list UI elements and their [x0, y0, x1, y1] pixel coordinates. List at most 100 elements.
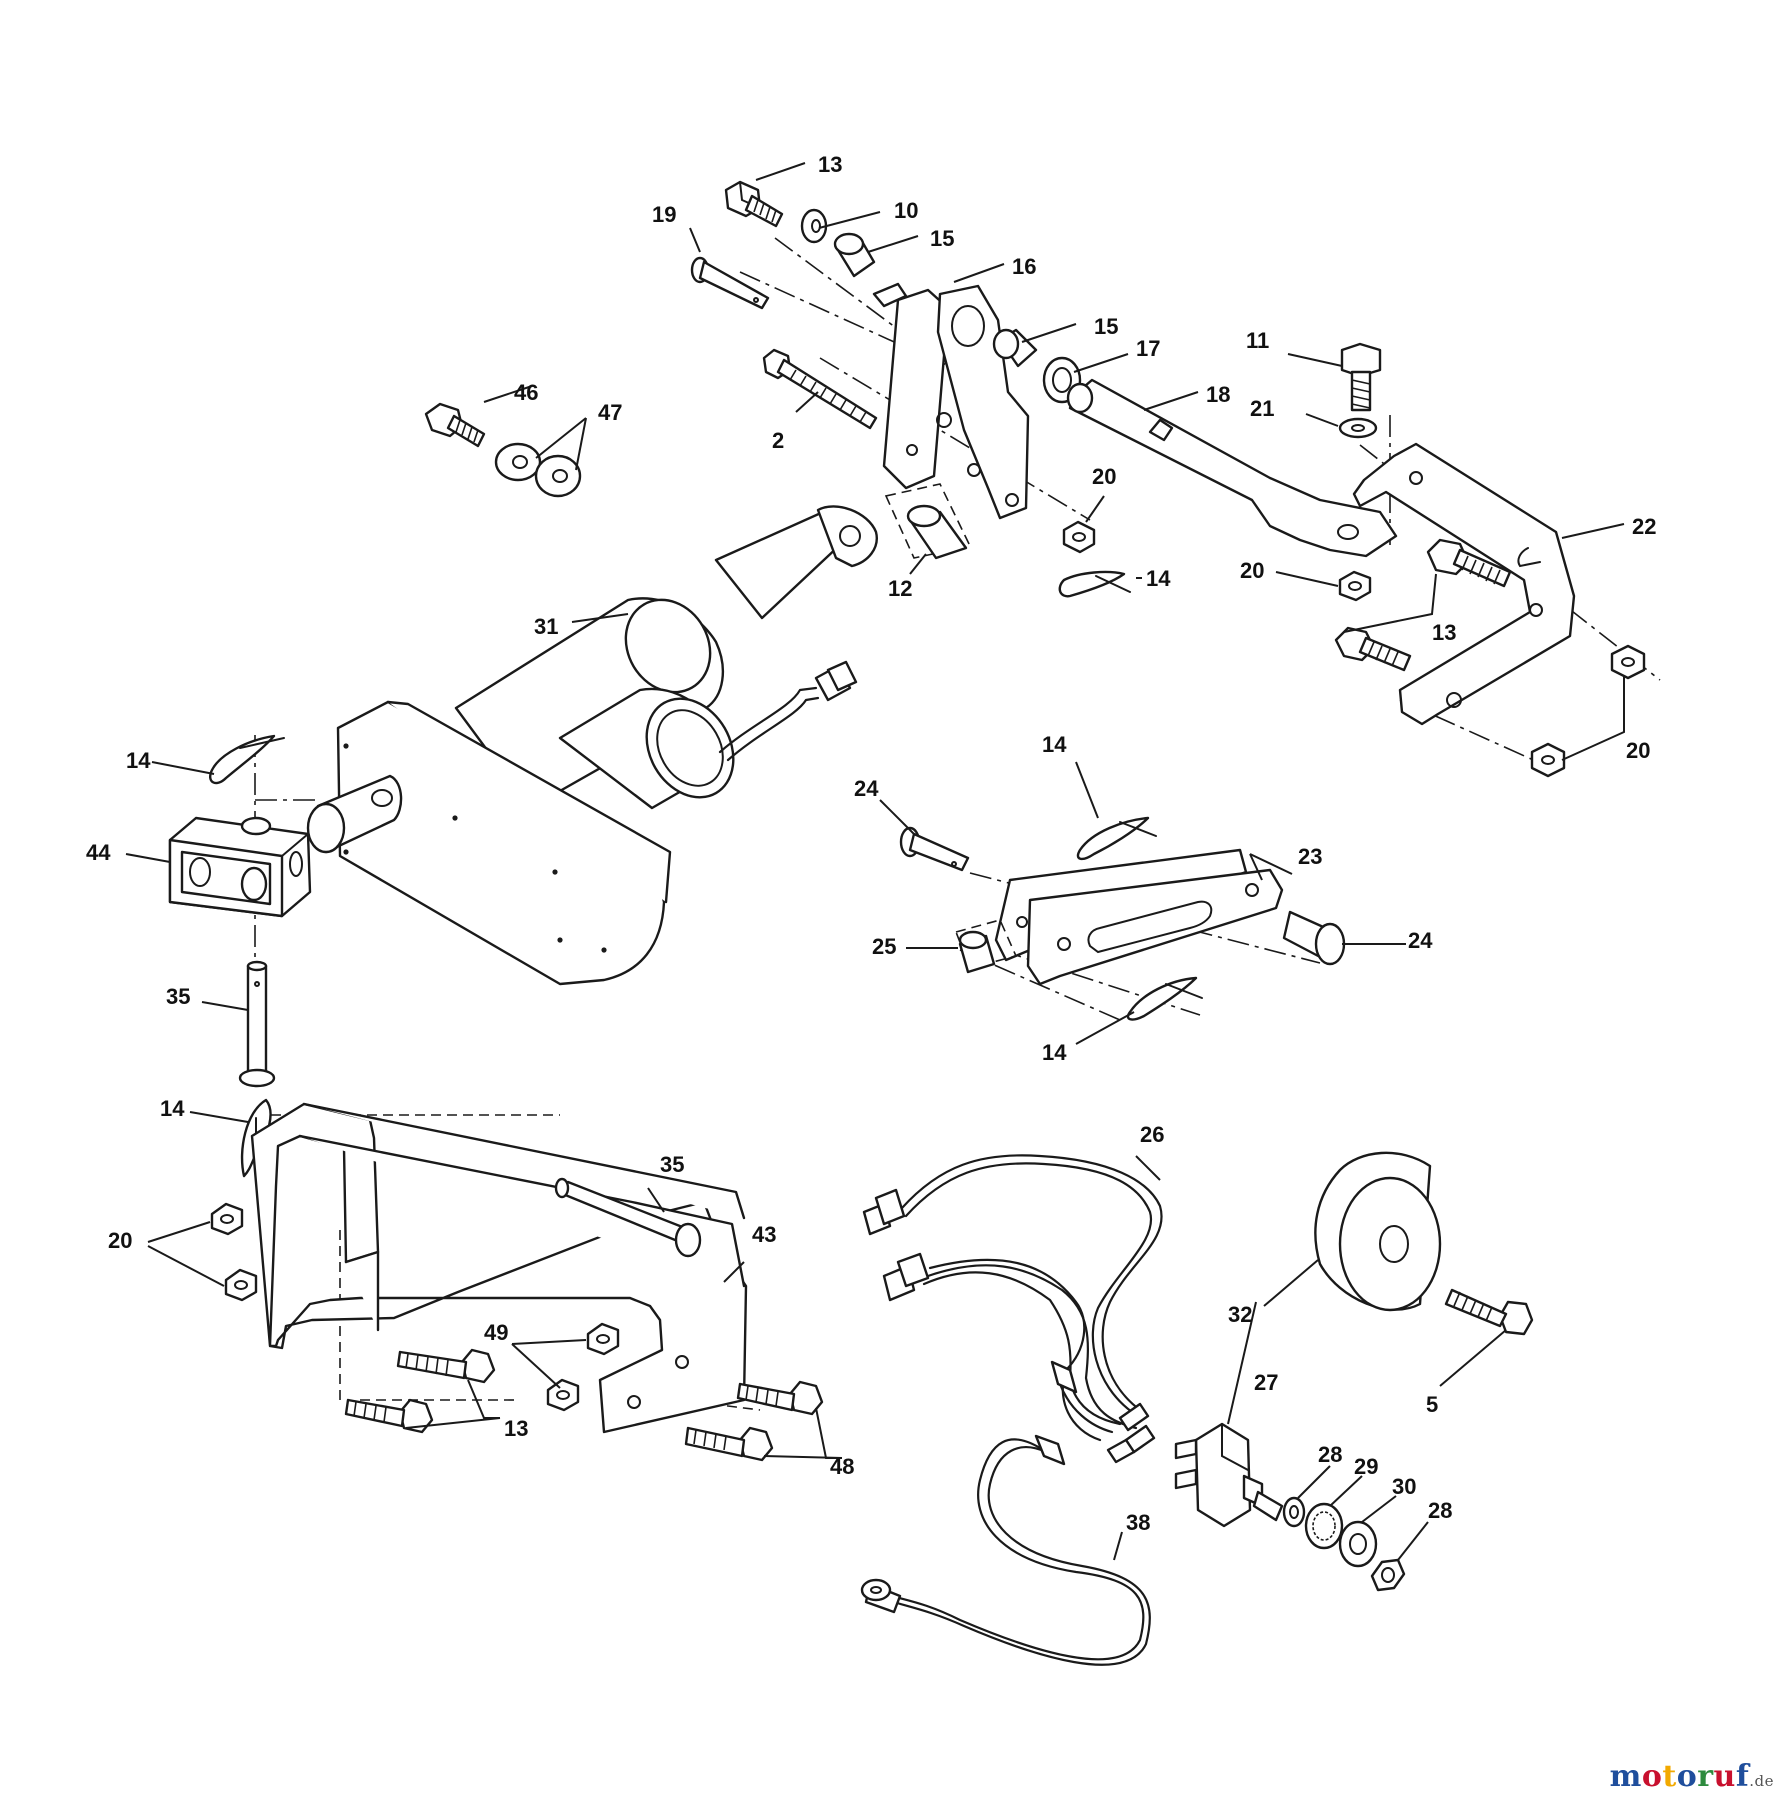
callout-10: 10 [894, 198, 918, 223]
hairpin-14-link-upper [1076, 816, 1157, 861]
bolt-5 [1444, 1288, 1534, 1336]
bolt-2 [762, 348, 878, 430]
logo-suffix: .de [1749, 1772, 1774, 1790]
nut-20-left-lower [224, 1268, 258, 1302]
logo-letter: m [1609, 1759, 1642, 1794]
callout-48: 48 [830, 1454, 854, 1479]
bolt-48-lower [684, 1426, 774, 1462]
spacer-12 [884, 483, 972, 560]
bolt-48-upper [736, 1380, 824, 1416]
callout-13-bracket: 13 [1432, 620, 1456, 645]
nut-20-right-lower [1530, 742, 1566, 778]
callout-22: 22 [1632, 514, 1656, 539]
callout-29: 29 [1354, 1454, 1378, 1479]
motoruf-watermark: motoruf.de [1610, 1759, 1774, 1794]
callout-26: 26 [1140, 1122, 1164, 1147]
lever-16 [872, 282, 1030, 520]
callout-18: 18 [1206, 382, 1230, 407]
callout-46: 46 [514, 380, 538, 405]
callout-47: 47 [598, 400, 622, 425]
logo-letter: u [1713, 1759, 1736, 1794]
rod-18 [1066, 378, 1398, 558]
callout-14-lever: 14 [1146, 566, 1171, 591]
callout-14-link-upper: 14 [1042, 732, 1067, 757]
callout-20-lever: 20 [1092, 464, 1116, 489]
link-plate-23 [994, 848, 1284, 986]
callout-14-actuator: 14 [126, 748, 151, 773]
callout-14-bottom: 14 [160, 1096, 185, 1121]
pin-35-horizontal [554, 1177, 702, 1258]
callout-2: 2 [772, 428, 784, 453]
callout-21: 21 [1250, 396, 1274, 421]
nut-20-rod [1338, 570, 1372, 602]
hairpin-14-lever [1058, 570, 1131, 598]
hairpin-14-actuator [209, 734, 285, 785]
pin-24-right [1282, 910, 1346, 966]
callout-17: 17 [1136, 336, 1160, 361]
callout-16: 16 [1012, 254, 1036, 279]
bolt-13-bottom-upper [396, 1348, 496, 1384]
callout-15-upper: 15 [930, 226, 954, 251]
actuator-31 [306, 505, 878, 986]
callout-27: 27 [1254, 1370, 1278, 1395]
bushing-15-lower [992, 328, 1038, 368]
callout-35-horizontal: 35 [660, 1152, 684, 1177]
callout-labels: 13 19 10 15 16 15 17 18 11 21 46 47 2 20… [86, 152, 1656, 1535]
lock-washer-29 [1304, 1502, 1344, 1550]
toggle-switch-27 [1174, 1422, 1284, 1528]
callout-20-right: 20 [1626, 738, 1650, 763]
bolt-46 [424, 402, 486, 448]
spacer-25 [954, 919, 1018, 974]
pin-35-vertical [238, 960, 276, 1088]
nut-49-upper [586, 1322, 620, 1356]
callout-24-left: 24 [854, 776, 879, 801]
nut-28-b [1370, 1558, 1406, 1592]
bolt-11 [1340, 342, 1382, 412]
bracket-43 [250, 1102, 748, 1434]
ground-wire-38 [860, 1434, 1151, 1666]
block-32 [1314, 1151, 1442, 1312]
nut-28-a [1282, 1496, 1306, 1528]
callout-24-right: 24 [1408, 928, 1433, 953]
callout-19: 19 [652, 202, 676, 227]
callout-13-bottom: 13 [504, 1416, 528, 1441]
bracket-22 [1352, 442, 1576, 726]
nut-49-lower [546, 1378, 580, 1412]
callout-31: 31 [534, 614, 558, 639]
callout-20-left: 20 [108, 1228, 132, 1253]
nut-20-right-upper [1610, 644, 1646, 680]
callout-20-rod: 20 [1240, 558, 1264, 583]
hairpin-14-link-lower [1126, 976, 1203, 1021]
callout-23: 23 [1298, 844, 1322, 869]
bolt-13-bottom-lower [344, 1398, 434, 1434]
callout-5: 5 [1426, 1392, 1438, 1417]
pin-24-left [899, 826, 970, 872]
logo-letter: f [1735, 1759, 1750, 1794]
callout-43: 43 [752, 1222, 776, 1247]
callout-28-b: 28 [1428, 1498, 1452, 1523]
bolt-13-top [724, 180, 784, 228]
callout-28-a: 28 [1318, 1442, 1342, 1467]
bolt-13-bracket-lower [1334, 626, 1412, 672]
pin-19 [690, 256, 770, 310]
washer-10 [800, 208, 828, 244]
leader-lines [125, 162, 1625, 1561]
washer-47-b [534, 454, 582, 498]
bushing-15-upper [833, 232, 876, 278]
logo-letter: o [1676, 1759, 1698, 1794]
callout-38: 38 [1126, 1510, 1150, 1535]
callout-13-top: 13 [818, 152, 842, 177]
washer-21 [1338, 417, 1378, 439]
nut-20-lever [1062, 520, 1096, 554]
washer-47-a [494, 442, 542, 482]
logo-letter: o [1641, 1759, 1663, 1794]
bolt-13-bracket-upper [1426, 538, 1512, 588]
wire-harness-26 [862, 1154, 1163, 1464]
logo-letter: t [1662, 1759, 1677, 1794]
callout-15-lower: 15 [1094, 314, 1118, 339]
callout-30: 30 [1392, 1474, 1416, 1499]
callout-14-link-lower: 14 [1042, 1040, 1067, 1065]
callout-49: 49 [484, 1320, 508, 1345]
callout-25: 25 [872, 934, 896, 959]
